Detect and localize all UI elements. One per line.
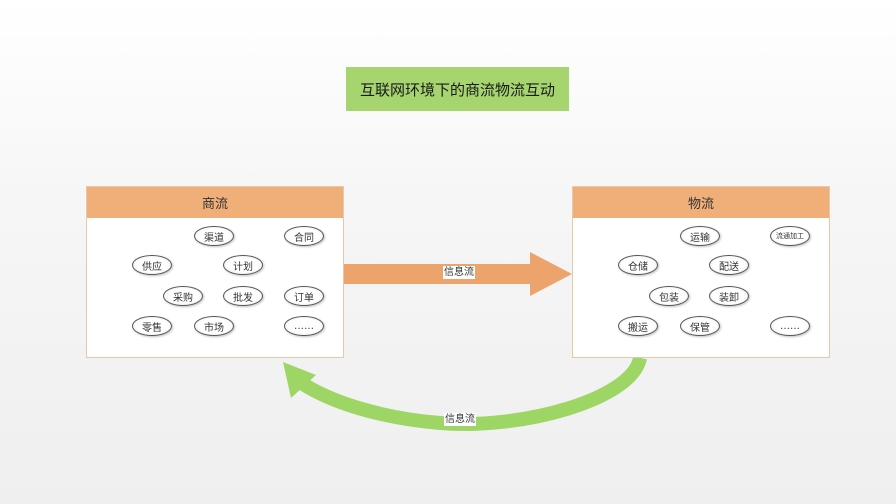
info-flow-label-bottom: 信息流 bbox=[444, 413, 476, 426]
diagram-title: 互联网环境下的商流物流互动 bbox=[346, 67, 569, 111]
commerce-flow-header: 商流 bbox=[87, 187, 343, 218]
logistics-header: 物流 bbox=[573, 187, 829, 218]
node-handling: 搬运 bbox=[618, 316, 658, 336]
node-wholesale: 批发 bbox=[223, 286, 263, 306]
logistics-panel: 物流 运输 流通加工 仓储 配送 包装 装卸 搬运 保管 …… bbox=[572, 186, 830, 358]
node-plan: 计划 bbox=[223, 255, 263, 275]
node-market: 市场 bbox=[194, 316, 234, 336]
node-storage: 仓储 bbox=[618, 255, 658, 275]
node-order: 订单 bbox=[284, 286, 324, 306]
green-arrowhead bbox=[283, 362, 316, 398]
node-packaging: 包装 bbox=[649, 286, 689, 306]
node-processing: 流通加工 bbox=[770, 226, 810, 246]
node-transport: 运输 bbox=[680, 226, 720, 246]
node-delivery: 配送 bbox=[709, 255, 749, 275]
commerce-flow-panel: 商流 渠道 合同 供应 计划 采购 批发 订单 零售 市场 …… bbox=[86, 186, 344, 358]
info-flow-label-top: 信息流 bbox=[443, 266, 475, 279]
node-more: …… bbox=[284, 316, 324, 336]
node-channel: 渠道 bbox=[194, 226, 234, 246]
node-supply: 供应 bbox=[132, 255, 172, 275]
node-retail: 零售 bbox=[132, 316, 172, 336]
node-more: …… bbox=[770, 316, 810, 336]
node-purchase: 采购 bbox=[163, 286, 203, 306]
node-contract: 合同 bbox=[284, 226, 324, 246]
node-custody: 保管 bbox=[680, 316, 720, 336]
node-loading: 装卸 bbox=[709, 286, 749, 306]
